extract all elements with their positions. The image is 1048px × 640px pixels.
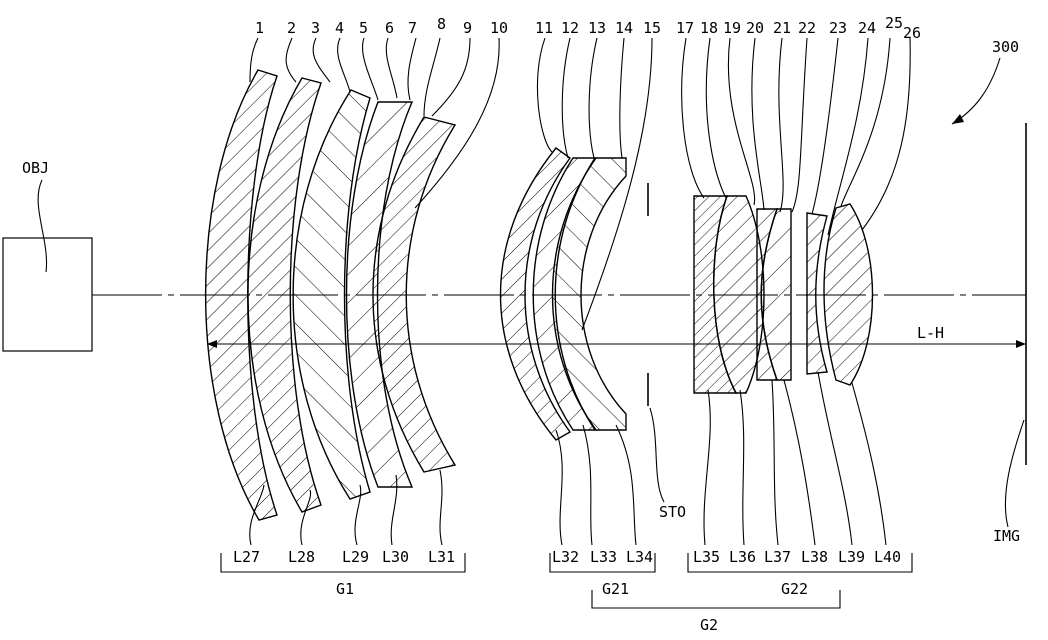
surface-number: 5 (359, 19, 368, 37)
figure-leader (952, 58, 1000, 124)
object-box (3, 238, 92, 351)
surface-number: 1 (255, 19, 264, 37)
surface-number: 25 (885, 14, 903, 32)
lens-label: L34 (626, 548, 653, 566)
surface-number: 20 (746, 19, 764, 37)
lens-label: L36 (729, 548, 756, 566)
surface-number: 12 (561, 19, 579, 37)
figure-label: 300 (992, 38, 1019, 56)
figure-leader-head (952, 114, 964, 124)
surface-number: 19 (723, 19, 741, 37)
image-leader (1005, 420, 1024, 527)
lens-l40 (824, 204, 873, 385)
object-label: OBJ (22, 159, 49, 177)
surface-number: 10 (490, 19, 508, 37)
lens-label: L35 (693, 548, 720, 566)
lens-label: L28 (288, 548, 315, 566)
height-label: L-H (917, 324, 944, 342)
surface-number: 18 (700, 19, 718, 37)
surface-number: 11 (535, 19, 553, 37)
surface-number: 6 (385, 19, 394, 37)
surface-number: 15 (643, 19, 661, 37)
lens-label: L40 (874, 548, 901, 566)
lens-label: L39 (838, 548, 865, 566)
group-label-g21: G21 (602, 580, 629, 598)
lens-label: L33 (590, 548, 617, 566)
lens-label: L38 (801, 548, 828, 566)
lens-label: L31 (428, 548, 455, 566)
lens-label: L30 (382, 548, 409, 566)
lens-label: L32 (552, 548, 579, 566)
group-label-g1: G1 (336, 580, 354, 598)
surface-number: 23 (829, 19, 847, 37)
height-arrow-right-head (1016, 340, 1026, 348)
surface-number: 7 (408, 19, 417, 37)
lens-label: L27 (233, 548, 260, 566)
surface-numbers: 1 2 3 4 5 6 7 8 9 10 11 12 13 14 15 17 1… (255, 14, 921, 42)
surface-number: 3 (311, 19, 320, 37)
group-label-g2: G2 (700, 616, 718, 634)
image-label: IMG (993, 527, 1020, 545)
surface-number: 14 (615, 19, 633, 37)
surface-number: 21 (773, 19, 791, 37)
lens-labels: L27 L28 L29 L30 L31 L32 L33 L34 L35 L36 … (233, 548, 901, 566)
surface-number: 8 (437, 15, 446, 33)
group-label-g22: G22 (781, 580, 808, 598)
lens-label: L37 (764, 548, 791, 566)
surface-number: 22 (798, 19, 816, 37)
surface-number: 24 (858, 19, 876, 37)
surface-number: 13 (588, 19, 606, 37)
surface-number: 2 (287, 19, 296, 37)
surface-number: 17 (676, 19, 694, 37)
surface-number: 9 (463, 19, 472, 37)
surface-number: 26 (903, 24, 921, 42)
stop-label: STO (659, 503, 686, 521)
lens-label: L29 (342, 548, 369, 566)
surface-number: 4 (335, 19, 344, 37)
stop-leader (650, 408, 664, 502)
